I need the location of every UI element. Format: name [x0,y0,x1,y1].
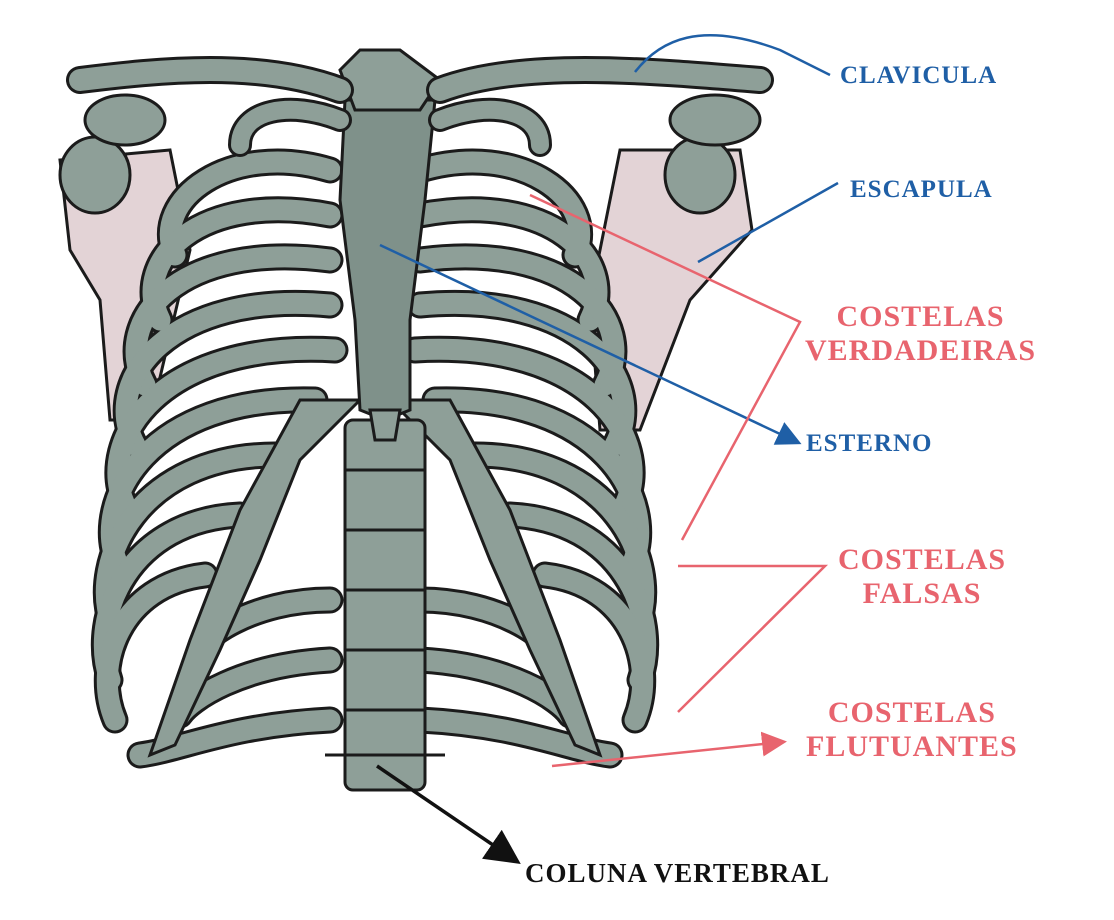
clavicles [66,56,774,104]
label-coluna-vertebral: COLUNA VERTEBRAL [525,858,830,888]
costelas-verdadeiras-pointer [529,193,802,541]
costelas-falsas-pointer [677,564,829,713]
label-costelas-falsas-line2: FALSAS [862,576,982,610]
pointer-lines [376,34,839,864]
label-costelas-falsas: COSTELAS FALSAS [838,543,1006,610]
clavicula-pointer [634,34,831,77]
esterno-pointer [379,243,802,445]
vertebral-discs [325,468,445,757]
label-costelas-verdadeiras: COSTELAS VERDADEIRAS [805,300,1036,367]
right-costal-cartilage [386,398,603,758]
label-clavicula: CLAVICULA [840,62,998,89]
label-costelas-verdadeiras-line2: VERDADEIRAS [805,333,1037,367]
escapula-pointer [697,181,839,264]
first-ribs [228,97,552,157]
manubrium [338,48,443,112]
label-escapula: ESCAPULA [850,176,993,203]
label-costelas-flutuantes: COSTELAS FLUTUANTES [806,696,1018,763]
vertebral-column [343,418,427,792]
shoulder-joints [58,93,762,215]
costelas-flutuantes-pointer [551,731,787,768]
ribs [90,148,660,769]
label-costelas-flutuantes-line1: COSTELAS [827,696,996,729]
label-costelas-flutuantes-line2: FLUTUANTES [806,729,1018,763]
label-esterno: ESTERNO [806,430,933,457]
left-costal-cartilage [147,398,364,758]
label-costelas-verdadeiras-line1: COSTELAS [836,300,1005,333]
label-costelas-falsas-line1: COSTELAS [838,543,1007,576]
xiphoid-process [368,408,402,442]
coluna-vertebral-pointer [376,764,521,864]
